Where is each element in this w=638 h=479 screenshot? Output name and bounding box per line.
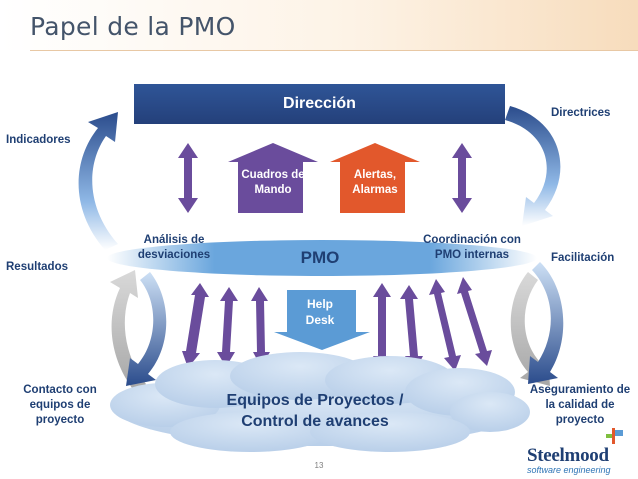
arrow-up-left xyxy=(78,112,118,250)
facilitacion-label: Facilitación xyxy=(551,252,615,264)
cuadros-arrow xyxy=(228,143,318,213)
title-band xyxy=(0,0,638,50)
arrow-down-right xyxy=(505,106,561,226)
teams-label: Equipos de Proyectos /Control de avances xyxy=(226,392,404,430)
double-arrow-right-top xyxy=(452,143,472,213)
helpdesk-arrow xyxy=(274,290,370,350)
arrow-lower-left-gray xyxy=(110,270,146,392)
slide-title: Papel de la PMO xyxy=(30,12,236,41)
page-number: 13 xyxy=(314,461,324,470)
pmo-label: PMO xyxy=(300,248,340,267)
logo-name: Steelmood xyxy=(527,445,609,466)
direccion-label: Dirección xyxy=(283,95,356,112)
arrow-lower-left-blue xyxy=(126,272,167,386)
alertas-label: Alertas,Alarmas xyxy=(352,169,398,196)
logo-tagline: software engineering xyxy=(527,465,611,475)
resultados-label: Resultados xyxy=(6,261,68,273)
direccion-bar xyxy=(134,84,505,124)
indicadores-label: Indicadores xyxy=(6,134,71,146)
teams-cloud xyxy=(110,352,530,452)
double-arrow-left-top xyxy=(178,143,198,213)
logo-mark xyxy=(606,428,623,444)
pmo-hub xyxy=(107,240,537,276)
alertas-arrow xyxy=(330,143,420,213)
title-divider xyxy=(30,50,638,51)
directrices-label: Directrices xyxy=(551,107,611,119)
arrow-lower-right-blue xyxy=(528,262,564,384)
team-double-arrows xyxy=(182,277,492,371)
arrow-lower-right-gray xyxy=(510,272,550,386)
